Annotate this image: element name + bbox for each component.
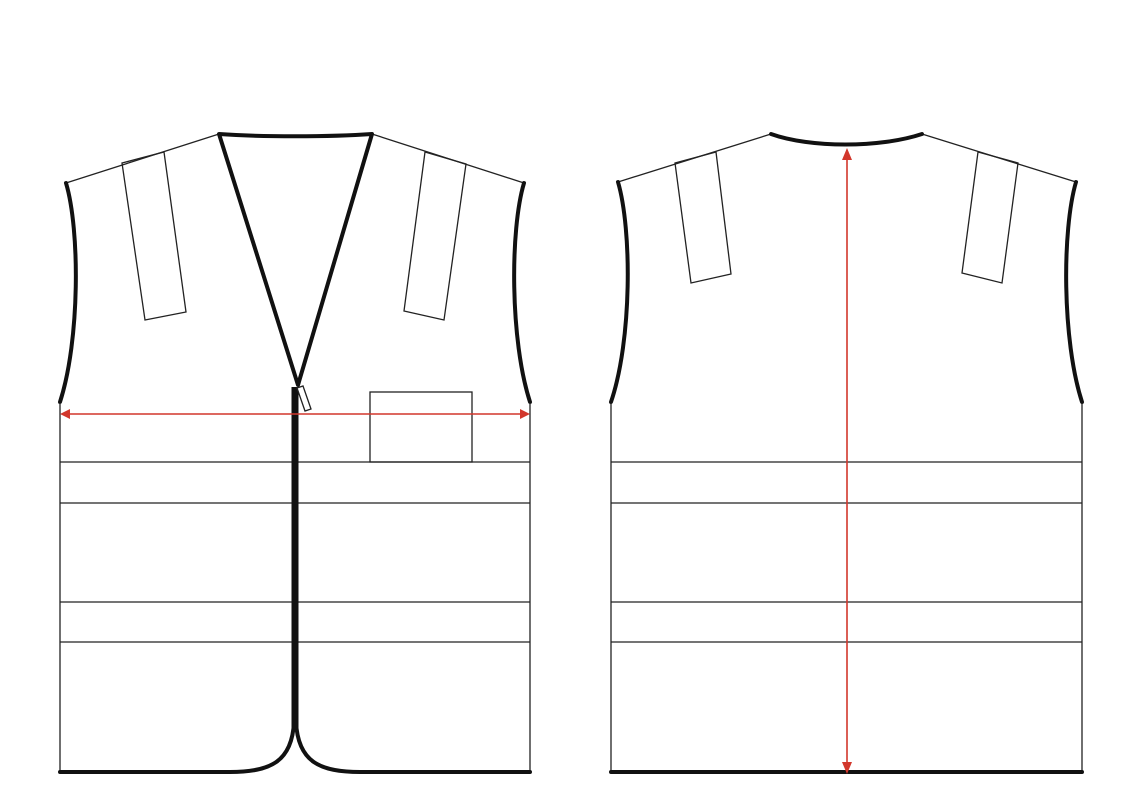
front-neckline <box>217 132 374 387</box>
back-right-armhole <box>1064 180 1084 404</box>
zipper-pull <box>296 385 312 412</box>
back-left-shoulder-tape <box>674 151 732 284</box>
back-left-armhole <box>609 180 630 404</box>
back-length-arrow-bottom <box>842 762 852 774</box>
front-right-armhole <box>512 181 532 404</box>
front-left-shoulder-line <box>65 133 220 184</box>
back-length-measurement <box>842 148 852 774</box>
front-left-hem <box>58 720 296 774</box>
front-view <box>58 132 532 774</box>
back-right-shoulder-tape <box>961 151 1019 284</box>
front-chest-pocket <box>369 391 473 463</box>
back-length-arrow-top <box>842 148 852 160</box>
chest-width-measurement <box>60 409 530 419</box>
back-neckline <box>769 132 924 147</box>
front-right-hem <box>294 720 532 774</box>
chest-width-arrow-right <box>520 409 530 419</box>
front-right-shoulder-tape <box>403 151 467 321</box>
front-left-shoulder-tape <box>121 151 187 321</box>
chest-width-arrow-left <box>60 409 70 419</box>
front-left-armhole <box>58 181 78 404</box>
